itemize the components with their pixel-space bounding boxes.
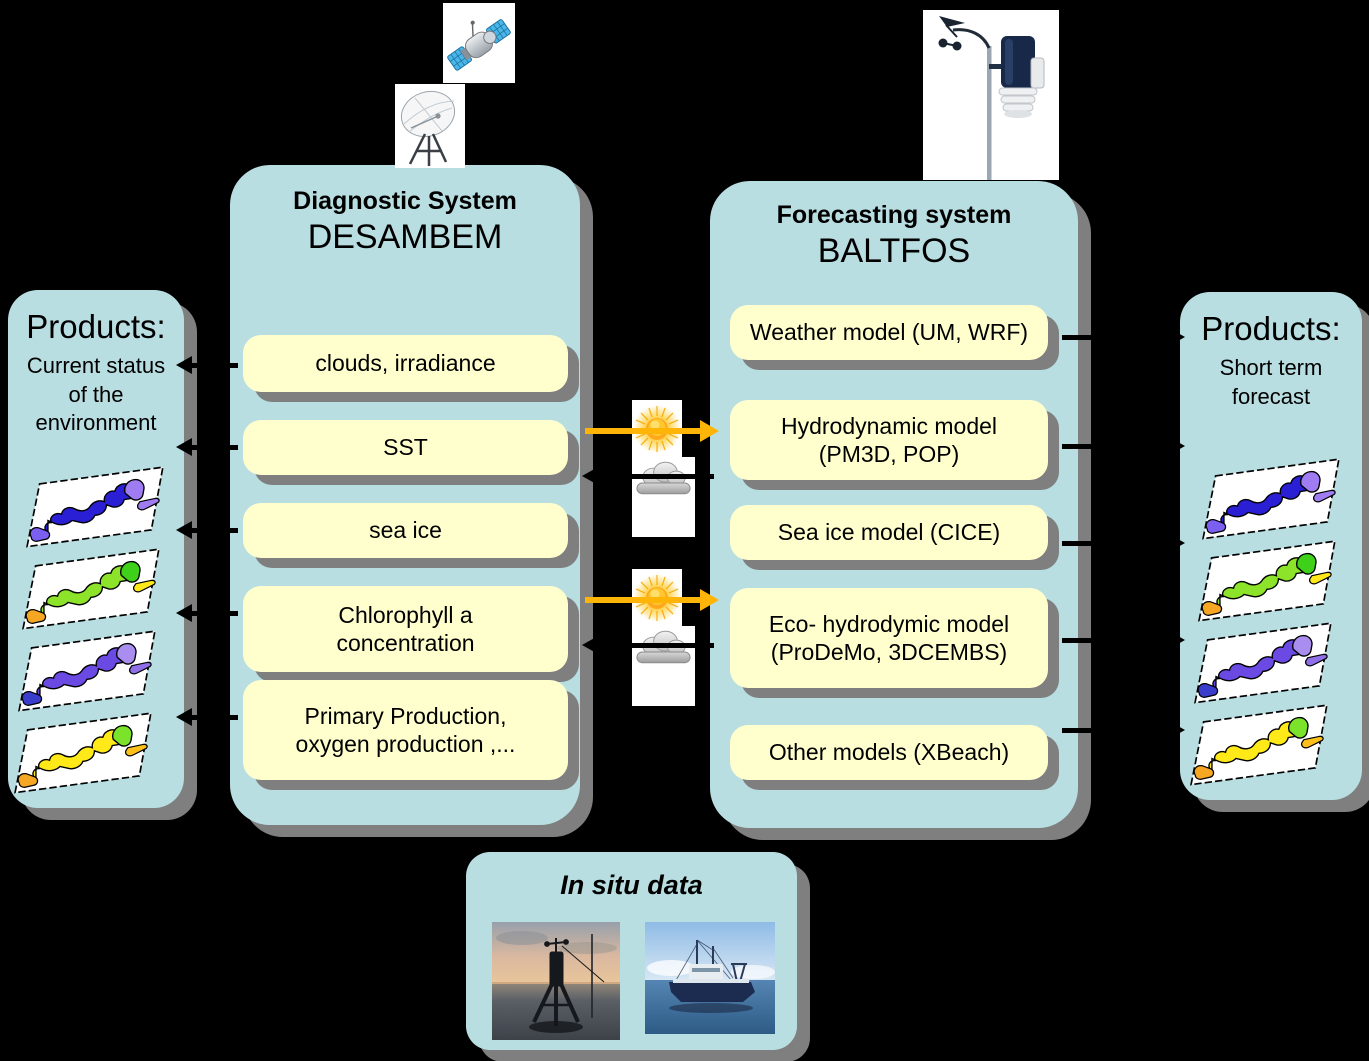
baltic-map-green <box>16 544 168 638</box>
diagnostic-item-chlorophyll: Chlorophyll a concentration <box>243 586 568 672</box>
arrow-sst-to-products <box>176 435 238 459</box>
diagnostic-item-sst: SST <box>243 420 568 475</box>
products-left-subtitle: Current status of the environment <box>26 353 166 436</box>
arrow-clouds-to-products <box>176 353 238 377</box>
forecasting-item-other-models: Other models (XBeach) <box>730 725 1048 780</box>
weather-station-image <box>923 10 1059 180</box>
arrow-forecast-to-diagnostic-upper <box>582 464 714 488</box>
diagnostic-title: Diagnostic System <box>293 187 517 215</box>
forecasting-title: Forecasting system <box>776 201 1012 229</box>
baltic-map-violet <box>1188 618 1340 712</box>
diagnostic-name: DESAMBEM <box>307 218 503 256</box>
baltic-map-yellow <box>8 708 160 802</box>
chip-label: SST <box>383 434 428 461</box>
arrow-chlorophyll-to-eco-model <box>585 588 719 612</box>
diagnostic-item-clouds-irradiance: clouds, irradiance <box>243 335 568 392</box>
diagnostic-item-primary-production: Primary Production, oxygen production ,.… <box>243 680 568 780</box>
diagnostic-item-sea-ice: sea ice <box>243 503 568 558</box>
insitu-title: In situ data <box>560 870 703 900</box>
satellite-dish-image <box>395 84 465 168</box>
baltic-map-green <box>1192 536 1344 630</box>
forecasting-item-sea-ice-model: Sea ice model (CICE) <box>730 505 1048 560</box>
products-forecast-panel: Products: Short term forecast <box>1180 292 1362 800</box>
baltic-map-violet <box>12 626 164 720</box>
arrow-eco-to-forecast-products <box>1062 628 1185 652</box>
chip-label: Sea ice model (CICE) <box>777 519 1001 546</box>
products-left-title: Products: <box>26 308 166 345</box>
satellite-dish-icon <box>400 90 456 166</box>
baltic-map-blue <box>20 462 172 556</box>
baltic-map-yellow <box>1184 700 1336 794</box>
arrow-primary-to-products <box>176 705 238 729</box>
baltic-map-blue <box>1196 454 1348 548</box>
chip-label: clouds, irradiance <box>315 350 496 377</box>
arrow-seaice-to-forecast-products <box>1062 531 1185 555</box>
arrow-weather-to-forecast-products <box>1062 325 1185 349</box>
chip-label: Other models (XBeach) <box>768 739 1010 766</box>
diagnostic-system-panel: Diagnostic System DESAMBEM clouds, irrad… <box>230 165 580 825</box>
chip-label: sea ice <box>369 517 442 544</box>
products-current-panel: Products: Current status of the environm… <box>8 290 184 808</box>
satellite-icon <box>447 19 511 71</box>
forecasting-name: BALTFOS <box>817 232 971 270</box>
arrow-seaice-to-products <box>176 518 238 542</box>
arrow-hydro-to-forecast-products <box>1062 434 1185 458</box>
insitu-data-panel: In situ data <box>466 852 797 1050</box>
chip-label: Chlorophyll a concentration <box>336 601 475 656</box>
products-right-title: Products: <box>1201 310 1341 347</box>
chip-label: Eco- hydrodymic model (ProDeMo, 3DCEMBS) <box>768 610 1010 665</box>
products-right-subtitle: Short term forecast <box>1219 355 1323 409</box>
chip-label: Hydrodynamic model (PM3D, POP) <box>780 412 998 467</box>
forecasting-item-weather-model: Weather model (UM, WRF) <box>730 305 1048 360</box>
buoy-photo <box>492 922 620 1040</box>
chip-label: Weather model (UM, WRF) <box>749 319 1029 346</box>
forecasting-system-panel: Forecasting system BALTFOS Weather model… <box>710 181 1078 828</box>
satellite-image <box>443 3 515 83</box>
forecasting-item-hydrodynamic-model: Hydrodynamic model (PM3D, POP) <box>730 400 1048 480</box>
ship-photo <box>645 922 775 1034</box>
weather-station-icon <box>938 16 1045 180</box>
forecasting-item-eco-hydrodynamic-model: Eco- hydrodymic model (ProDeMo, 3DCEMBS) <box>730 588 1048 688</box>
arrow-other-to-forecast-products <box>1062 718 1185 742</box>
arrow-chlorophyll-to-products <box>176 601 238 625</box>
chip-label: Primary Production, oxygen production ,.… <box>295 702 516 757</box>
arrow-forecast-to-diagnostic-lower <box>582 633 714 657</box>
arrow-sst-to-hydrodynamic <box>585 419 719 443</box>
